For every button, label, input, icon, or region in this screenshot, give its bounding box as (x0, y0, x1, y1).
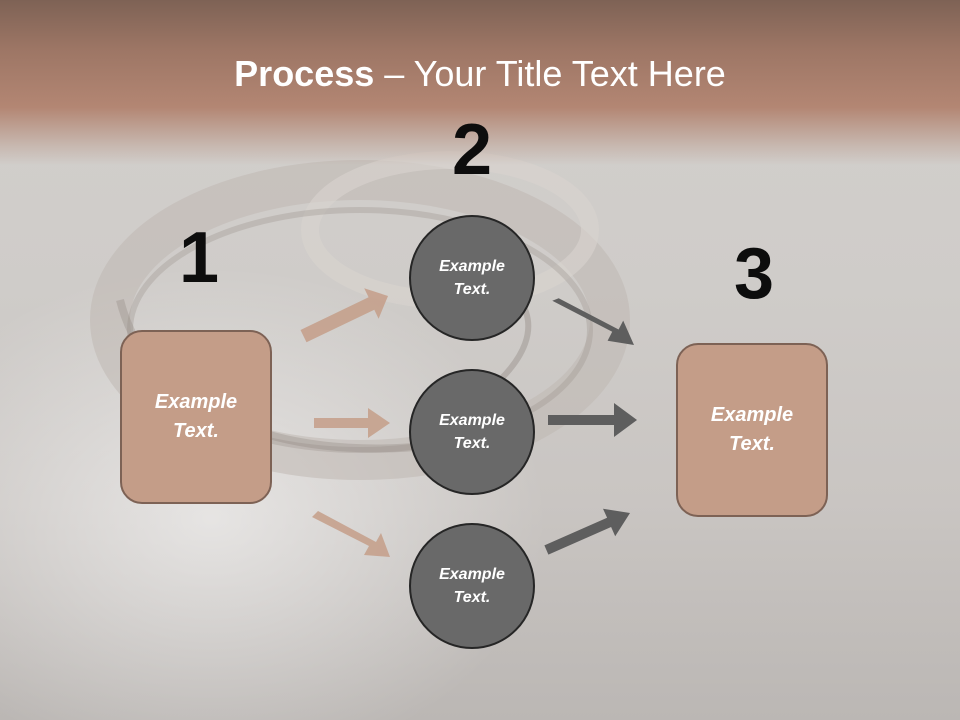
arrow-2b-to-3 (548, 403, 637, 437)
step-1-number: 1 (178, 218, 220, 298)
step-2-number: 2 (451, 110, 493, 190)
step-2-circle-bottom-text: Example Text. (439, 566, 505, 606)
arrow-2a-to-3 (552, 298, 634, 345)
slide-title: Process – Your Title Text Here (0, 52, 960, 96)
step-2-circle-middle: Example Text. (409, 369, 535, 495)
step-3-box-text: Example Text. (710, 404, 794, 455)
step-1-box: Example Text. (120, 330, 272, 504)
step-2-circle-bottom: Example Text. (409, 523, 535, 649)
step-2-circle-top: Example Text. (409, 215, 535, 341)
arrow-1-to-2c (312, 511, 390, 557)
header-band (0, 0, 960, 165)
step-1-box-text: Example Text. (154, 391, 238, 442)
step-2-circle-middle-text: Example Text. (439, 412, 505, 452)
title-rest: – Your Title Text Here (374, 53, 726, 94)
arrow-1-to-2a (300, 288, 388, 343)
arrow-2c-to-3 (544, 508, 630, 555)
step-3-box: Example Text. (676, 343, 828, 517)
step-2-circle-top-text: Example Text. (439, 258, 505, 298)
title-bold: Process (234, 53, 375, 94)
arrow-1-to-2b (314, 408, 390, 438)
step-3-number: 3 (733, 234, 775, 314)
